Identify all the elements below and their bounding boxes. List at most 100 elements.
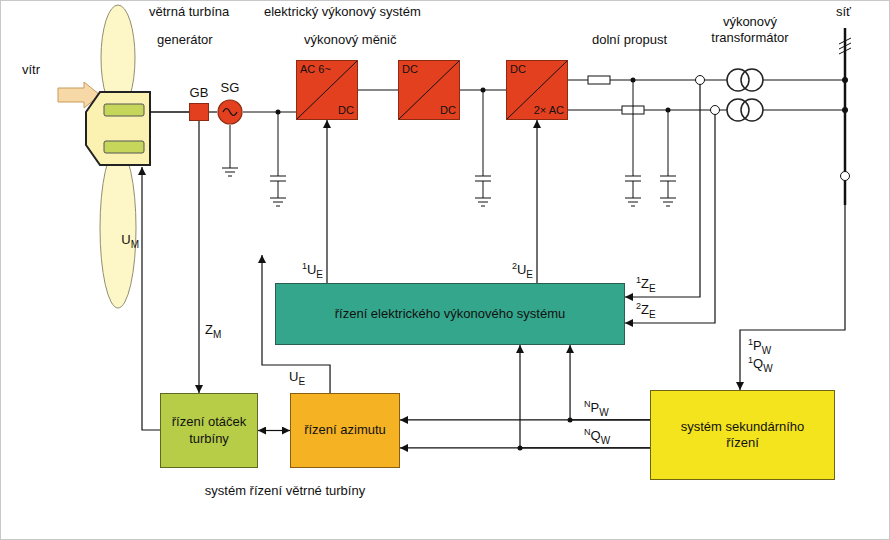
converter-block: AC 6~ DC xyxy=(296,60,358,120)
measurement-wire xyxy=(740,181,845,391)
node-heading: výkonový měnič xyxy=(304,32,396,48)
panel-fill xyxy=(151,381,420,505)
subscript: E xyxy=(649,309,656,320)
symbol-letter: Z xyxy=(205,322,213,337)
signal-wire xyxy=(142,167,160,430)
superscript: 1 xyxy=(302,261,307,271)
junction-dot xyxy=(666,108,671,113)
superscript: 1 xyxy=(748,355,753,365)
symbol-letter: Q xyxy=(591,428,601,443)
converter-block: DC DC xyxy=(398,60,460,120)
resistor-symbol xyxy=(588,76,610,84)
superscript: 2 xyxy=(636,301,641,311)
connector xyxy=(209,111,217,112)
converter-diagonal xyxy=(297,61,357,119)
control-box: řízení elektrického výkonového systému xyxy=(275,283,625,345)
gearbox-box: GB xyxy=(189,103,209,121)
connector xyxy=(460,89,506,90)
subscript: W xyxy=(599,407,608,418)
junction-dot xyxy=(842,77,848,83)
subscript: W xyxy=(763,363,772,374)
transformer-winding xyxy=(741,99,763,121)
symbol-letter: Q xyxy=(753,356,763,371)
subscript: M xyxy=(131,239,139,250)
superscript: 1 xyxy=(636,275,641,285)
connector xyxy=(536,120,537,283)
superscript: 1 xyxy=(748,337,753,347)
node-heading: větrná turbína xyxy=(149,4,229,20)
current-sensor xyxy=(711,106,720,115)
current-sensor xyxy=(696,76,705,85)
shaft-line xyxy=(150,111,189,113)
current-sensor xyxy=(841,172,850,181)
signal-label: NQW xyxy=(584,428,610,446)
wind-label: vítr xyxy=(22,62,40,78)
junction-dot xyxy=(631,78,636,83)
signal-label: 2ZE xyxy=(636,302,656,320)
symbol-letter: U xyxy=(517,262,526,277)
converter-block: DC2× AC xyxy=(506,60,568,120)
control-box: systém sekundárního řízení xyxy=(650,390,835,480)
panel-outline xyxy=(151,25,262,255)
signal-label: UE xyxy=(289,369,305,387)
symbol-letter: Z xyxy=(641,276,649,291)
signal-label: 1PW xyxy=(748,338,771,356)
connector xyxy=(243,111,296,112)
subscript: W xyxy=(762,345,771,356)
superscript: 2 xyxy=(512,261,517,271)
transformer-winding xyxy=(727,69,749,91)
node-heading: SG xyxy=(213,80,247,96)
connector xyxy=(326,120,327,283)
panel-fill xyxy=(262,25,688,255)
subscript: E xyxy=(316,269,323,280)
ground-symbol xyxy=(222,168,238,176)
generator-outline xyxy=(217,99,243,125)
signal-label: 1QW xyxy=(748,356,773,374)
connector xyxy=(570,345,650,420)
node-heading: DC xyxy=(440,104,456,117)
panel-border xyxy=(262,26,687,254)
three-phase-mark xyxy=(839,38,851,54)
node-heading: DC xyxy=(338,104,354,117)
subscript: M xyxy=(213,329,221,340)
node-label: řízení azimutu xyxy=(304,422,386,438)
node-heading: 2× AC xyxy=(534,104,564,117)
capacitor-symbol xyxy=(475,90,491,198)
connector xyxy=(520,345,650,448)
converter-diagonal xyxy=(399,61,459,119)
generator-panel: větrná turbínagenerátorGBSG xyxy=(151,25,262,255)
node-heading: dolní propust xyxy=(592,32,667,48)
control-box: řízení otáček turbíny xyxy=(160,393,258,468)
control-system-panel: systém řízení větrné turbínyřízení otáče… xyxy=(150,380,420,505)
symbol-letter: U xyxy=(121,232,130,247)
symbol-letter: U xyxy=(307,262,316,277)
subscript: E xyxy=(526,269,533,280)
ground-wire xyxy=(230,125,231,168)
power-system-panel: elektrický výkonový systémvýkonový měnič… xyxy=(262,25,688,255)
ground-symbol xyxy=(475,198,491,206)
signal-label: 1UE xyxy=(302,262,323,280)
node-heading: AC 6~ xyxy=(300,63,331,76)
subscript: E xyxy=(298,376,305,387)
symbol-letter: P xyxy=(591,400,600,415)
rotor-hub xyxy=(86,92,150,165)
rotor-blade xyxy=(100,148,136,308)
node-heading: DC xyxy=(402,63,418,76)
ground-symbol xyxy=(270,198,286,206)
symbol-letter: U xyxy=(289,369,298,384)
capacitor-symbol xyxy=(660,110,676,198)
ground-symbol xyxy=(625,198,641,206)
converter-diagonal xyxy=(507,61,567,119)
node-heading: GB xyxy=(183,85,215,101)
ground-symbol xyxy=(660,198,676,206)
symbol-letter: Z xyxy=(641,302,649,317)
pitch-actuator xyxy=(104,141,144,153)
sine-symbol xyxy=(223,109,237,116)
node-label: systém sekundárního řízení xyxy=(678,419,808,452)
generator-circle xyxy=(218,100,242,124)
node-heading: elektrický výkonový systém xyxy=(264,4,421,20)
measurement-wire xyxy=(625,85,700,298)
grid-label: síť xyxy=(836,4,851,20)
output-wire xyxy=(568,110,845,111)
capacitor-symbol xyxy=(625,80,641,198)
